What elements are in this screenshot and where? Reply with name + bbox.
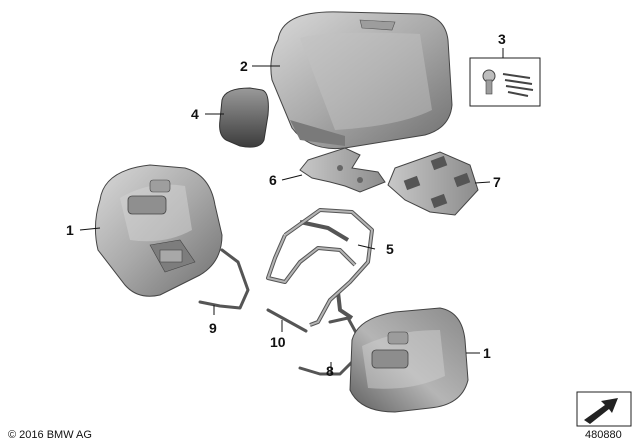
callout-7: 7 — [493, 174, 501, 190]
left-side-case-part — [94, 164, 223, 297]
callout-10: 10 — [270, 334, 286, 350]
callout-2: 2 — [240, 58, 248, 74]
callout-5: 5 — [386, 241, 394, 257]
callout-9: 9 — [209, 320, 217, 336]
screw-kit-part — [469, 57, 541, 107]
leader-line — [357, 244, 376, 250]
right-side-case-part — [349, 307, 469, 413]
mounting-bracket-part — [299, 147, 386, 193]
callout-8: 8 — [326, 363, 334, 379]
baseplate-part — [387, 151, 479, 216]
direction-arrow-icon — [576, 391, 632, 427]
top-case-part — [270, 11, 453, 150]
callout-6: 6 — [269, 172, 277, 188]
rod-part — [266, 308, 308, 333]
leader-line — [281, 174, 303, 181]
backrest-pad-part — [219, 87, 269, 148]
leader-line — [474, 181, 491, 184]
reference-number: 480880 — [585, 429, 622, 441]
luggage-rack-part — [266, 208, 374, 327]
copyright-text: © 2016 BMW AG — [8, 429, 92, 441]
callout-3: 3 — [498, 31, 506, 47]
callout-1: 1 — [66, 222, 74, 238]
leader-line — [79, 227, 101, 231]
callout-4: 4 — [191, 106, 199, 122]
callout-1-right: 1 — [483, 345, 491, 361]
left-holder-part — [198, 248, 250, 310]
